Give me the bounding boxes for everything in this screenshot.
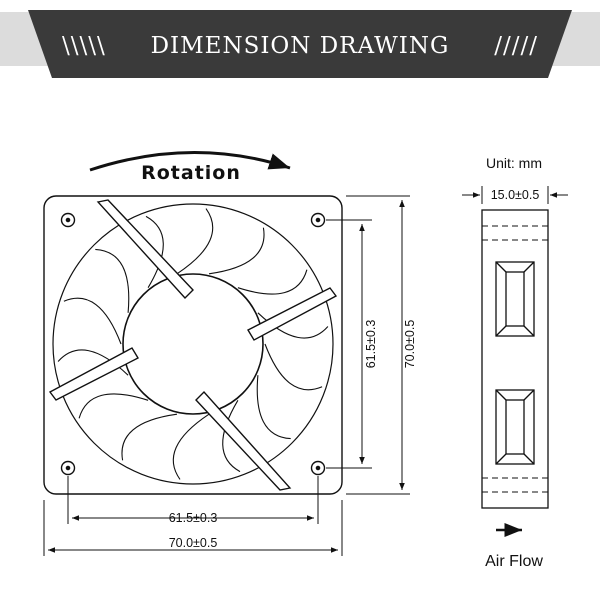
banner-right-deco: /////	[494, 33, 538, 59]
mount-hole-bottom-left	[60, 460, 76, 476]
dim-hole-spacing-horizontal-label: 61.5±0.3	[169, 511, 218, 525]
fan-blade	[172, 413, 210, 480]
fan-frame-outline	[43, 195, 343, 495]
fan-blade	[176, 208, 214, 275]
dim-thickness	[462, 186, 568, 204]
fan-strut-bottom-left	[48, 347, 139, 401]
mount-hole-top-left	[60, 212, 76, 228]
mount-hole-bottom-right	[310, 460, 326, 476]
dim-thickness-label: 15.0±0.5	[491, 188, 540, 202]
side-vent-bottom	[495, 389, 535, 465]
dim-overall-height-label: 70.0±0.5	[403, 320, 417, 369]
fan-blade	[264, 343, 323, 391]
fan-blade	[237, 269, 308, 295]
dim-overall-height	[346, 195, 410, 495]
fan-blade	[145, 215, 164, 288]
fan-blades	[57, 208, 329, 480]
dim-overall-width	[43, 500, 343, 556]
fan-blade	[78, 393, 149, 419]
dim-hole-spacing-vertical-label: 61.5±0.3	[364, 320, 378, 369]
fan-side-view	[481, 209, 549, 509]
fan-blade	[222, 400, 241, 473]
fan-hub	[122, 273, 264, 415]
dim-overall-width-label: 70.0±0.5	[169, 536, 218, 550]
fan-blade	[256, 375, 291, 440]
banner-left-deco: \\\\\	[62, 33, 106, 59]
dim-hole-spacing-horizontal	[67, 476, 319, 524]
header-banner: \\\\\ DIMENSION DRAWING /////	[0, 10, 600, 78]
dim-hole-spacing-vertical	[326, 219, 372, 469]
rotation-label: Rotation	[141, 162, 241, 184]
fan-blade	[95, 248, 130, 313]
fan-strut-bottom-right	[195, 390, 292, 491]
unit-label: Unit: mm	[486, 155, 542, 171]
airflow-label: Air Flow	[485, 553, 543, 570]
banner-title: DIMENSION DRAWING	[151, 33, 450, 59]
fan-shroud-circle	[52, 203, 334, 485]
fan-front-view	[43, 195, 343, 495]
rotation-arrow	[89, 151, 291, 172]
side-frame-outline	[481, 209, 549, 509]
side-vent-top	[495, 261, 535, 337]
banner-shape	[28, 10, 572, 78]
fan-strut-top-left	[96, 199, 194, 300]
fan-blade	[208, 227, 265, 275]
fan-blade	[63, 297, 122, 345]
fan-strut-top-right	[247, 287, 338, 341]
mount-hole-top-right	[310, 212, 326, 228]
fan-blade	[121, 413, 178, 461]
